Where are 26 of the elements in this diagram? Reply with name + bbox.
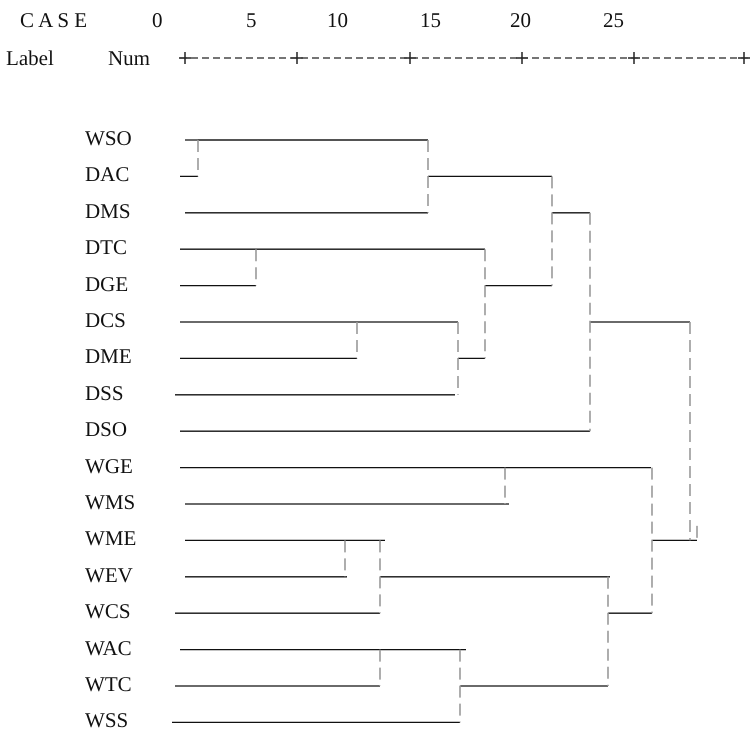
scale-number: 5	[246, 8, 256, 32]
scale-number: 20	[510, 8, 531, 32]
case-label: DME	[85, 344, 132, 368]
case-label: DSO	[85, 417, 128, 442]
case-label: WGE	[85, 454, 133, 478]
case-label: WSS	[85, 708, 128, 732]
label-heading: Label	[6, 46, 54, 70]
case-label: DSS	[85, 380, 124, 405]
num-heading: Num	[108, 46, 150, 70]
case-label: DGE	[85, 272, 128, 296]
scale-number: 25	[603, 8, 624, 32]
scale-number: 15	[420, 8, 441, 32]
case-label: DTC	[85, 235, 127, 260]
case-label: DMS	[85, 198, 131, 223]
case-label: WMS	[85, 490, 136, 514]
case-label: WCS	[85, 599, 131, 624]
case-label: WAC	[85, 636, 132, 660]
case-heading: C A S E	[20, 8, 88, 32]
scale-number: 10	[327, 8, 348, 32]
case-label: WME	[85, 526, 136, 550]
case-label: WTC	[85, 672, 132, 696]
case-label: WEV	[85, 562, 133, 587]
case-label: DCS	[85, 308, 126, 332]
case-label: WSO	[85, 126, 132, 150]
case-label: DAC	[85, 162, 130, 186]
scale-number: 0	[152, 8, 162, 32]
